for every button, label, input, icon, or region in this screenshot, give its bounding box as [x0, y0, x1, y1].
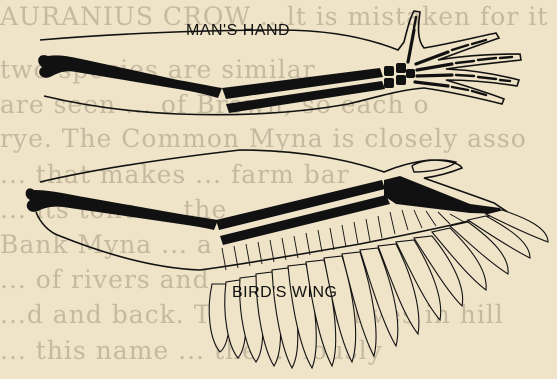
birds-wing-label: BIRD'S WING [232, 284, 337, 302]
humerus-bone [38, 55, 222, 98]
wing-carpometacarpus-bone [384, 176, 503, 214]
bird-wing [26, 150, 548, 368]
wing-humerus-bone [26, 188, 218, 230]
carpal-bones [384, 63, 415, 88]
mans-hand-label: MAN'S HAND [186, 22, 290, 40]
